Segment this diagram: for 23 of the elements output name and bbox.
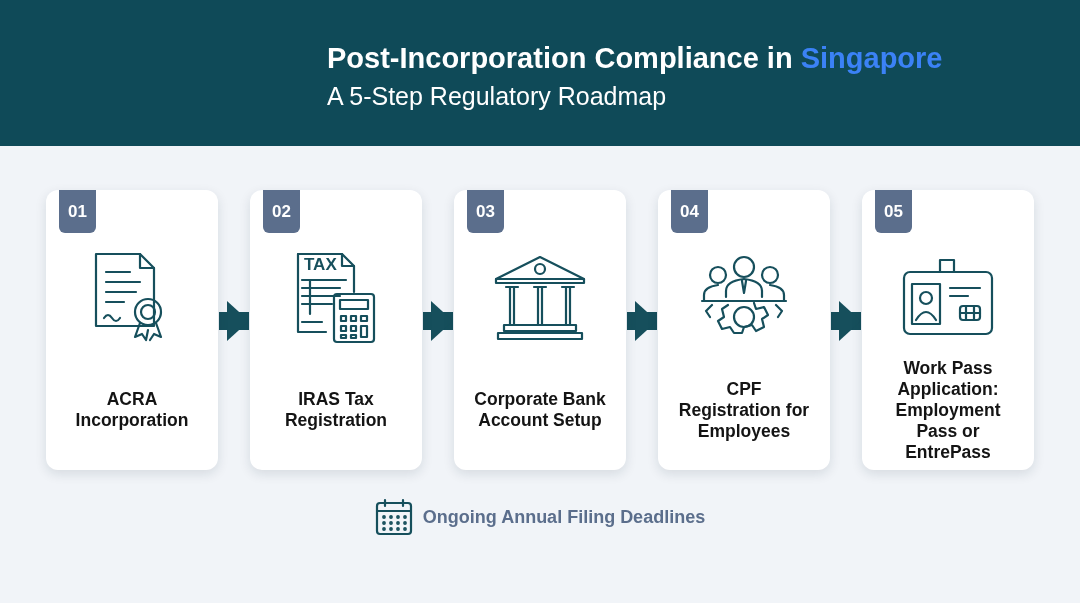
step-number: 04 (671, 190, 708, 233)
subtitle: A 5-Step Regulatory Roadmap (327, 81, 667, 112)
arrow (219, 301, 249, 341)
arrow (627, 301, 657, 341)
title: Post-Incorporation Compliance in Singapore (327, 41, 943, 76)
arrow (831, 301, 861, 341)
step-title: Work Pass Application: Employment Pass or EntrePass (894, 357, 1002, 463)
step-title: ACRA Incorporation (74, 389, 190, 431)
step-number: 01 (59, 190, 96, 233)
step-card (46, 190, 218, 470)
step-number: 03 (467, 190, 504, 233)
step-number: 05 (875, 190, 912, 233)
step-card (454, 190, 626, 470)
step-title: Corporate Bank Account Setup (473, 389, 607, 431)
icon-label: TAX (304, 256, 337, 273)
step-card (658, 190, 830, 470)
step-title: CPF Registration for Employees (677, 378, 811, 442)
step-number: 02 (263, 190, 300, 233)
step-card (862, 190, 1034, 470)
note-text: Ongoing Annual Filing Deadlines (422, 505, 706, 529)
step-card (250, 190, 422, 470)
arrow (423, 301, 453, 341)
step-title: IRAS Tax Registration (283, 389, 389, 431)
